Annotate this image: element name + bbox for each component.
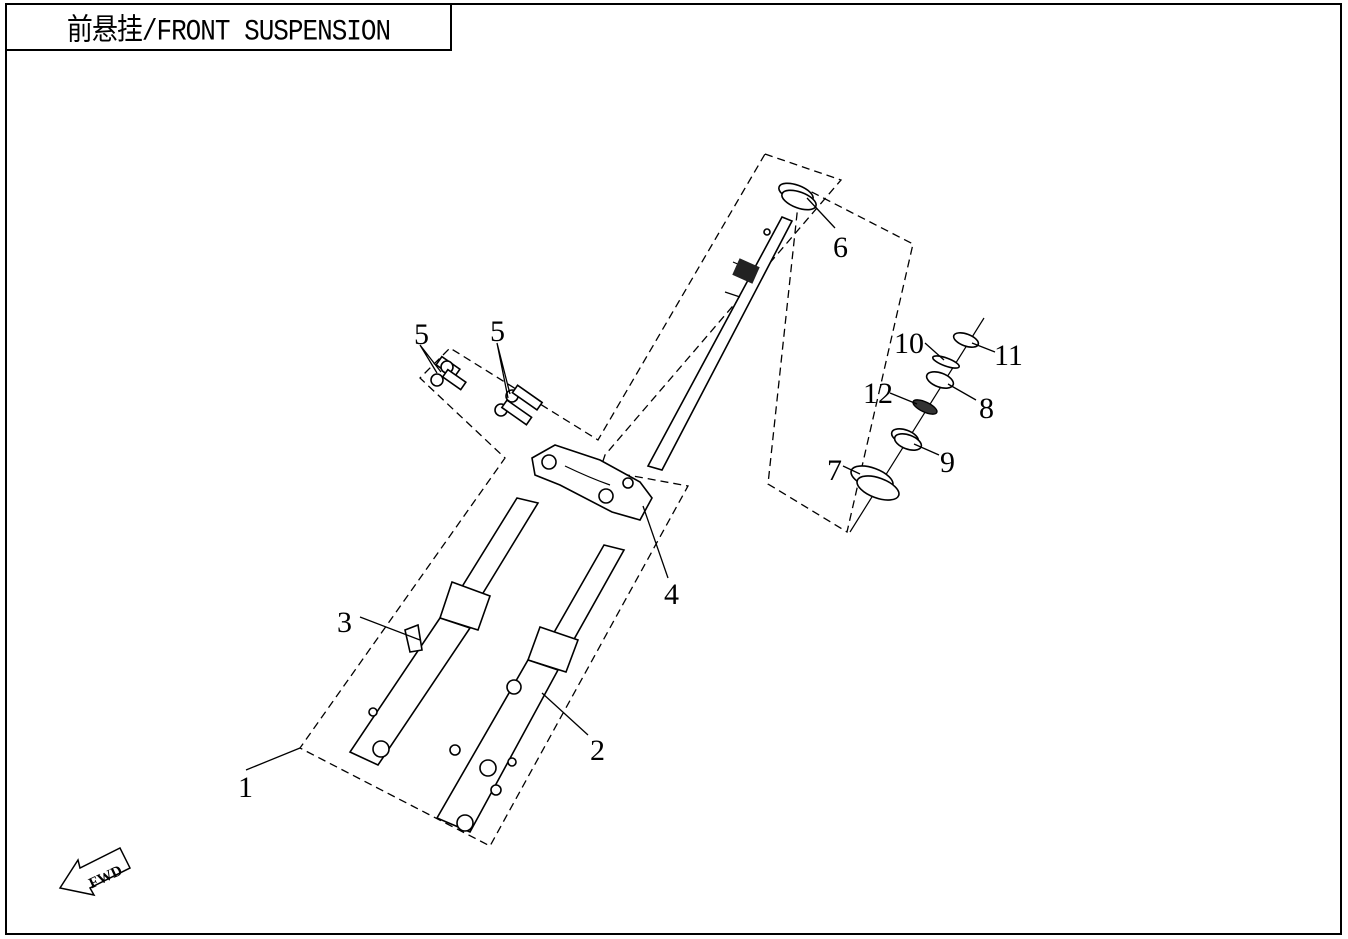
callout-9: 9 [940, 446, 955, 479]
triple-clamp-4 [531, 444, 653, 521]
bearing-9 [890, 428, 923, 451]
callout-7: 7 [827, 454, 842, 487]
nut-8 [925, 371, 955, 389]
title-block: 前悬挂/FRONT SUSPENSION [5, 3, 452, 51]
callout-6: 6 [833, 231, 848, 264]
bolts-5 [430, 355, 544, 426]
washer-10 [931, 355, 961, 369]
fork-leg-3 [348, 497, 540, 767]
steering-stem [646, 215, 794, 471]
callout-11: 11 [994, 339, 1023, 372]
callout-5-right: 5 [490, 315, 505, 348]
stem-parts-boundary [767, 184, 914, 534]
fork-assembly-boundary [299, 153, 843, 847]
spring-12 [912, 399, 938, 415]
callout-10: 10 [894, 327, 924, 360]
callout-4: 4 [664, 578, 679, 611]
race-7 [850, 465, 900, 501]
callout-2: 2 [590, 734, 605, 767]
drawing-frame [5, 3, 1342, 935]
fwd-arrow-icon: FWD [58, 846, 132, 897]
callout-5-left: 5 [414, 318, 429, 351]
fork-leg-2 [435, 544, 626, 834]
callout-8: 8 [979, 392, 994, 425]
callout-1: 1 [238, 771, 253, 804]
callout-3: 3 [337, 606, 352, 639]
nut-11 [952, 332, 980, 348]
callout-12: 12 [863, 377, 893, 410]
bearing-6 [778, 182, 817, 211]
page-title: 前悬挂/FRONT SUSPENSION [66, 13, 391, 49]
